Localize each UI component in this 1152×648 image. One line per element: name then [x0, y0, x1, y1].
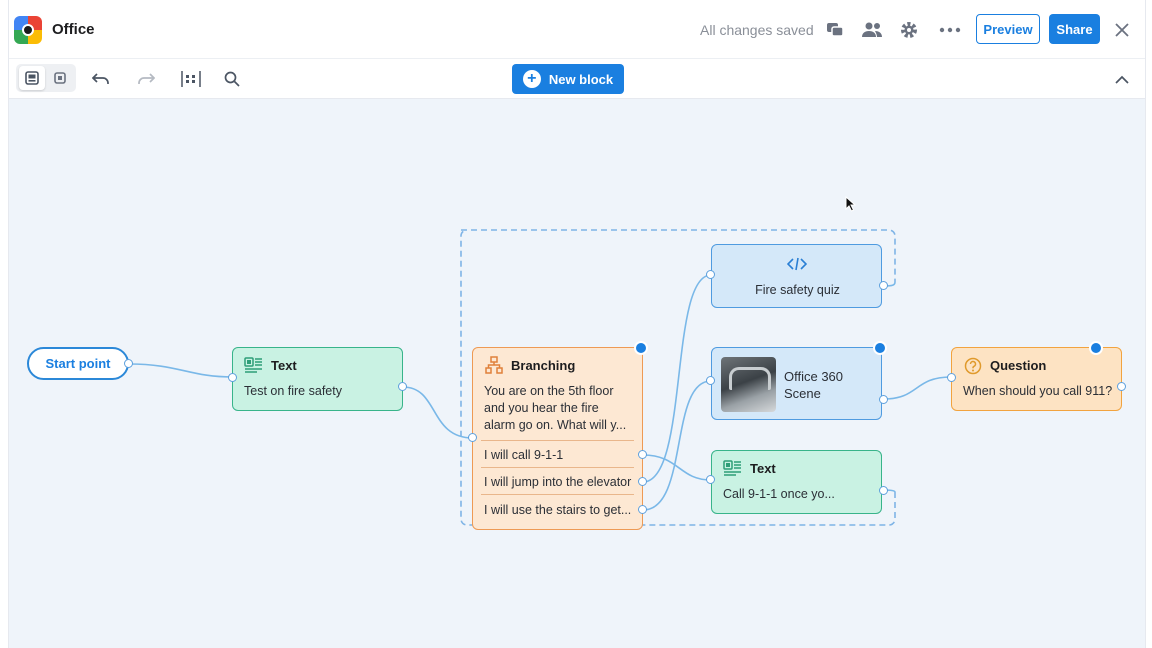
view-toggle: [16, 64, 76, 92]
text-block-icon: [723, 460, 741, 476]
branching-prompt-line-2: and you hear the fire: [484, 401, 599, 415]
node-type-label: Question: [990, 358, 1047, 373]
node-type-label: Branching: [511, 358, 576, 373]
port-option3-out[interactable]: [638, 505, 647, 514]
node-type-label: Text: [271, 358, 297, 373]
undo-icon[interactable]: [89, 67, 113, 91]
scene-node[interactable]: Office 360 Scene: [711, 347, 882, 420]
align-icon[interactable]: [179, 67, 203, 91]
comments-icon[interactable]: [823, 18, 847, 42]
connection-wires: [128, 229, 952, 526]
timer-badge-icon: [634, 341, 648, 355]
node-content: When should you call 911?: [963, 384, 1113, 398]
wire-scene-question: [883, 376, 952, 400]
save-status: All changes saved: [700, 22, 814, 38]
wire-text-branching: [402, 386, 474, 439]
divider: [481, 467, 634, 468]
text-node-intro[interactable]: Text Test on fire safety: [232, 347, 403, 411]
users-icon[interactable]: [860, 18, 884, 42]
port-option1-out[interactable]: [638, 450, 647, 459]
search-icon[interactable]: [220, 67, 244, 91]
scene-title-line-1: Office 360: [784, 369, 844, 384]
chevron-up-icon[interactable]: [1110, 67, 1134, 91]
new-block-label: New block: [548, 71, 614, 87]
branching-prompt-line-3: alarm go on. What will y...: [484, 418, 627, 432]
text-node-call[interactable]: Text Call 9-1-1 once yo...: [711, 450, 882, 514]
branch-option-3[interactable]: I will use the stairs to get...: [484, 503, 632, 517]
wire-option1-text2: [642, 454, 712, 481]
divider: [481, 494, 634, 495]
port-quiz-out[interactable]: [879, 281, 888, 290]
wire-option3-scene: [642, 380, 712, 511]
flow-canvas[interactable]: Start point Text Test on fire safety Bra…: [9, 99, 1145, 648]
port-text2-out[interactable]: [879, 486, 888, 495]
text-block-icon: [244, 357, 262, 373]
port-quiz-in[interactable]: [706, 270, 715, 279]
timer-badge-icon: [873, 341, 887, 355]
redo-icon[interactable]: [134, 67, 158, 91]
port-text1-in[interactable]: [228, 373, 237, 382]
question-node[interactable]: Question When should you call 911?: [951, 347, 1122, 411]
start-point-node[interactable]: Start point: [27, 347, 129, 380]
view-compact-button[interactable]: [47, 66, 73, 90]
branching-prompt-line-1: You are on the 5th floor: [484, 384, 614, 398]
wire-start-text: [128, 363, 234, 378]
preview-button[interactable]: Preview: [976, 14, 1040, 44]
branch-option-1[interactable]: I will call 9-1-1: [484, 448, 564, 462]
port-start-out[interactable]: [124, 359, 133, 368]
editor-toolbar: + New block: [9, 59, 1145, 99]
gear-icon[interactable]: [897, 18, 921, 42]
branch-option-2[interactable]: I will jump into the elevator: [484, 475, 632, 489]
port-scene-in[interactable]: [706, 376, 715, 385]
view-detailed-button[interactable]: [19, 66, 45, 90]
node-content: Call 9-1-1 once yo...: [723, 487, 835, 501]
app-title: Office: [52, 21, 95, 38]
node-content: Fire safety quiz: [755, 283, 840, 297]
app-window: Office All changes saved Preview Share: [8, 0, 1146, 648]
share-button[interactable]: Share: [1049, 14, 1100, 44]
plus-icon: +: [522, 70, 541, 88]
port-text2-in[interactable]: [706, 475, 715, 484]
port-option2-out[interactable]: [638, 477, 647, 486]
question-icon: [964, 357, 982, 375]
branching-icon: [485, 356, 503, 374]
more-icon[interactable]: [938, 18, 962, 42]
port-question-in[interactable]: [947, 373, 956, 382]
scene-title-line-2: Scene: [784, 386, 821, 401]
check-badge-icon: [1089, 341, 1103, 355]
close-icon[interactable]: [1110, 18, 1134, 42]
port-scene-out[interactable]: [879, 395, 888, 404]
node-type-label: Text: [750, 461, 776, 476]
branching-node[interactable]: Branching You are on the 5th floor and y…: [472, 347, 643, 530]
port-branching-in[interactable]: [468, 433, 477, 442]
divider: [481, 440, 634, 441]
selection-group-outline: [460, 229, 896, 526]
new-block-button[interactable]: + New block: [512, 64, 624, 94]
app-logo-icon: [14, 16, 42, 44]
node-content: Test on fire safety: [244, 384, 342, 398]
port-text1-out[interactable]: [398, 382, 407, 391]
cursor-icon: [845, 196, 857, 212]
quiz-node[interactable]: Fire safety quiz: [711, 244, 882, 308]
port-question-out[interactable]: [1117, 382, 1126, 391]
title-bar: Office All changes saved Preview Share: [9, 0, 1145, 59]
wire-option2-quiz: [642, 274, 712, 483]
code-icon: [787, 257, 807, 271]
scene-thumbnail: [721, 357, 776, 412]
